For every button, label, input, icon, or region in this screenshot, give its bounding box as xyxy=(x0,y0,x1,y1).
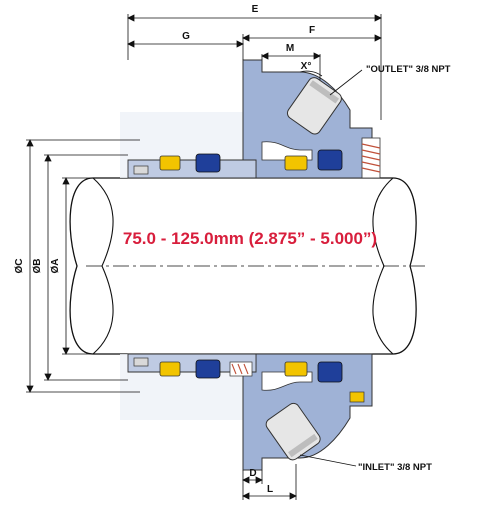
inlet-port-label: "INLET" 3/8 NPT xyxy=(358,462,432,473)
lower-yellow-clip xyxy=(349,391,365,403)
lower-right-seal-ring xyxy=(317,361,343,383)
outlet-port-boss xyxy=(286,77,342,135)
dimension-label-d: D xyxy=(249,468,256,479)
upper-spring xyxy=(361,137,381,179)
upper-right-seal-ring xyxy=(317,149,343,171)
dimension-label-e: E xyxy=(252,4,259,15)
upper-flush-channel xyxy=(261,141,313,161)
lower-set-screw xyxy=(133,357,149,367)
dimension-label-g: G xyxy=(182,31,190,42)
dimension-label-x: X° xyxy=(301,61,312,72)
upper-left-seal-face xyxy=(159,155,181,171)
upper-right-seal-face xyxy=(284,155,308,171)
lower-gland-housing xyxy=(242,353,373,471)
dimension-label-dia-a: ØA xyxy=(50,259,61,274)
lower-left-seal-face xyxy=(159,361,181,377)
lower-spring xyxy=(229,361,253,377)
dimension-label-l: L xyxy=(267,484,273,495)
lower-seal-assembly xyxy=(120,353,373,471)
lower-right-seal-face xyxy=(284,361,308,377)
dimension-label-dia-c: ØC xyxy=(14,259,25,274)
upper-left-seal-ring xyxy=(195,153,221,173)
dimension-label-f: F xyxy=(309,25,315,36)
inlet-port-boss xyxy=(265,402,321,461)
shaft-size-range: 75.0 - 125.0mm (2.875” - 5.000”) xyxy=(123,229,377,248)
dimension-label-m: M xyxy=(286,43,294,54)
lower-flush-channel xyxy=(261,371,313,391)
outlet-port-label: "OUTLET" 3/8 NPT xyxy=(366,64,451,75)
dimension-lines xyxy=(26,14,382,500)
lower-left-seal-ring xyxy=(195,359,221,379)
upper-set-screw xyxy=(133,165,149,175)
shaft xyxy=(69,177,425,355)
dimension-label-dia-b: ØB xyxy=(32,259,43,274)
upper-seal-assembly xyxy=(120,59,381,179)
